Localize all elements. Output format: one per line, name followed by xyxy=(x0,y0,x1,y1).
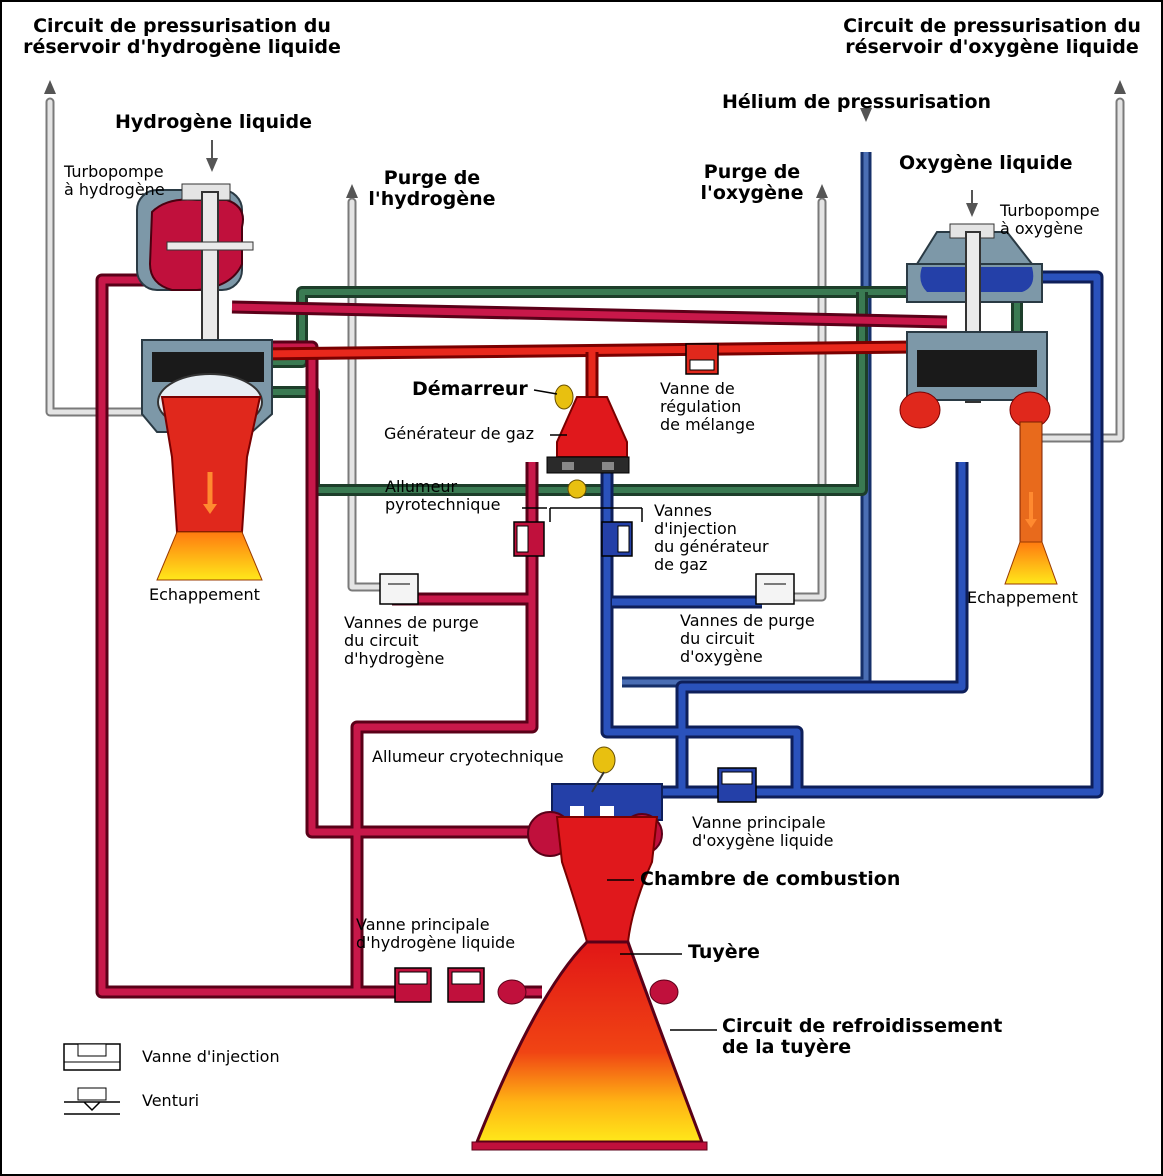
left-exhaust-label: Echappement xyxy=(149,585,260,604)
arrow-up-icon xyxy=(816,184,828,198)
arrow-up-icon xyxy=(346,184,358,198)
gg-h2-injection-valve xyxy=(513,521,545,557)
h2-purge-valve xyxy=(379,573,419,605)
nozzle-label: Tuyère xyxy=(688,941,760,963)
cryotechnic-igniter-label: Allumeur cryotechnique xyxy=(372,747,564,766)
hydrogen-purge-valves-label: Vannes de purge du circuit d'hydrogène xyxy=(344,613,479,668)
nozzle-cooling-label: Circuit de refroidissement de la tuyère xyxy=(722,1015,1003,1059)
arrow-down-icon xyxy=(206,158,218,172)
mixture-ratio-valve-label: Vanne de régulation de mélange xyxy=(660,379,755,434)
combustion-chamber-label: Chambre de combustion xyxy=(640,868,901,890)
o2-purge-valve xyxy=(755,573,795,605)
arrow-down-icon xyxy=(966,203,978,217)
gas-generator-label: Générateur de gaz xyxy=(384,424,534,443)
up-arrows xyxy=(44,80,1126,198)
hydrogen-purge-label: Purge de l'hydrogène xyxy=(368,167,496,211)
liquid-hydrogen-label: Hydrogène liquide xyxy=(115,111,312,133)
lox-main-valve-label: Vanne principale d'oxygène liquide xyxy=(692,813,834,850)
venturi-icon xyxy=(64,1087,120,1115)
hydrogen-turbopump-label: Turbopompe à hydrogène xyxy=(64,162,165,199)
valves xyxy=(379,343,795,1003)
oxygen-turbopump xyxy=(899,223,1058,585)
legend-venturi-label: Venturi xyxy=(142,1091,200,1110)
gas-generator xyxy=(546,384,630,499)
lh2-main-valve-1 xyxy=(394,967,432,1003)
pyrotechnic-igniter-label: Allumeur pyrotechnique xyxy=(385,477,501,514)
mix-ratio-valve xyxy=(685,343,719,375)
arrow-up-icon xyxy=(1114,80,1126,94)
lh2-main-valve-2 xyxy=(447,967,485,1003)
h2-pressurisation-label: Circuit de pressurisation du réservoir d… xyxy=(23,15,341,59)
oxygen-purge-label: Purge de l'oxygène xyxy=(700,161,804,205)
lh2-main-valve-label: Vanne principale d'hydrogène liquide xyxy=(356,915,516,952)
arrow-down-icon xyxy=(860,108,872,122)
pyro-igniter-icon xyxy=(567,479,587,499)
cryo-igniter-icon xyxy=(592,746,616,774)
leader-lines xyxy=(522,389,717,1031)
starter-igniter-icon xyxy=(554,384,574,410)
hydrogen-turbopump xyxy=(136,183,273,581)
liquid-oxygen-label: Oxygène liquide xyxy=(899,152,1073,174)
purge-lines xyxy=(45,97,1125,602)
oxygen-turbopump-label: Turbopompe à oxygène xyxy=(1000,201,1100,238)
oxygen-lines xyxy=(562,270,1104,799)
legend-icons xyxy=(63,1043,121,1115)
gg-injection-valves-label: Vannes d'injection du générateur de gaz xyxy=(654,501,769,574)
lox-main-valve xyxy=(717,767,757,803)
hydrogen-lines xyxy=(95,273,948,999)
oxygen-purge-valves-label: Vannes de purge du circuit d'oxygène xyxy=(680,611,815,666)
arrow-up-icon xyxy=(44,80,56,94)
legend-injection-valve-label: Vanne d'injection xyxy=(142,1047,280,1066)
gg-o2-injection-valve xyxy=(601,521,633,557)
helium-label: Hélium de pressurisation xyxy=(722,91,992,113)
right-exhaust-label: Echappement xyxy=(967,588,1078,607)
hot-gas-lines xyxy=(256,340,918,402)
o2-pressurisation-label: Circuit de pressurisation du réservoir d… xyxy=(843,15,1141,59)
injection-valve-icon xyxy=(63,1043,121,1071)
starter-label: Démarreur xyxy=(412,378,528,400)
